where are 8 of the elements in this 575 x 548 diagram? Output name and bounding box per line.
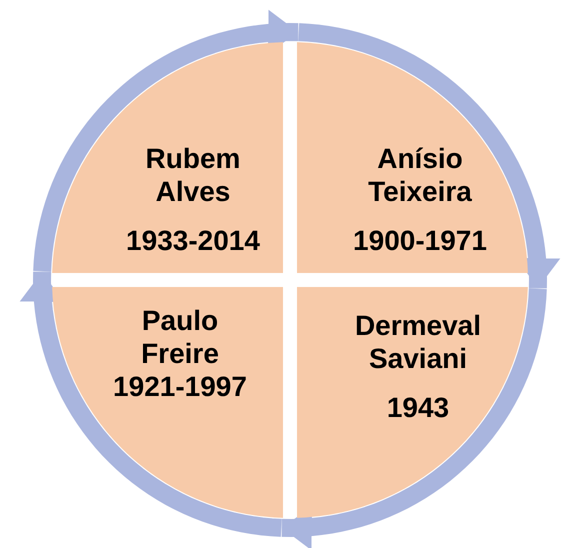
year-range: 1921-1997 xyxy=(112,370,248,403)
person-name: Paulo Freire xyxy=(140,304,220,370)
person-name: Anísio Teixeira xyxy=(367,142,473,208)
person-name: Dermeval Saviani xyxy=(354,309,482,375)
year-range: 1900-1971 xyxy=(352,224,488,257)
person-name: Rubem Alves xyxy=(144,142,242,208)
year-range: 1933-2014 xyxy=(125,224,261,257)
year-range: 1943 xyxy=(386,391,450,424)
